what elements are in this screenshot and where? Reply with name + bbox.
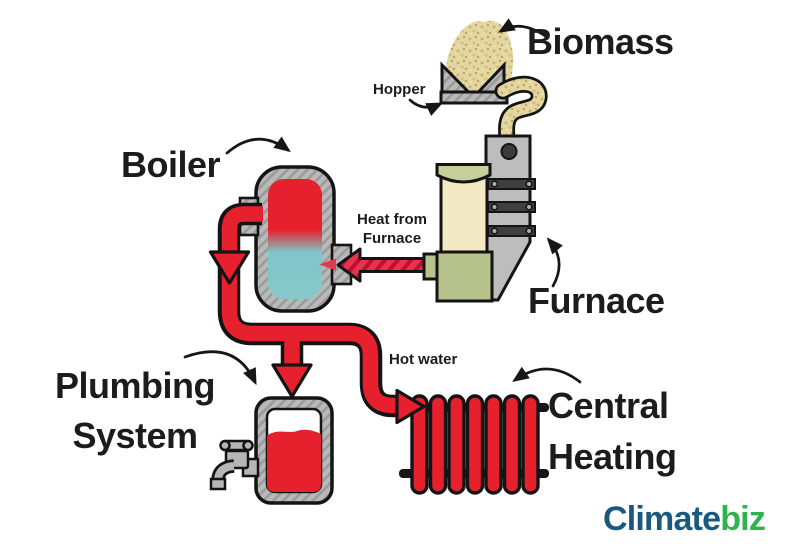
feed-tube: [494, 75, 548, 149]
boiler: [238, 165, 353, 313]
hopper-label: Hopper: [373, 81, 426, 98]
central-label-line1: Central: [548, 385, 669, 426]
heat-label-line2: Furnace: [362, 229, 422, 247]
plumbing-label-line1: Plumbing: [55, 365, 216, 406]
pipe-arrow-radiator: [395, 388, 426, 425]
plumbing-label-line2: System: [72, 415, 198, 456]
climatebiz-logo: Climatebiz: [603, 500, 766, 538]
biomass-arrow: [497, 18, 549, 39]
annotation-arrows: [183, 18, 582, 386]
central-heating-label: Central Heating: [548, 380, 677, 482]
biomass-label: Biomass: [527, 21, 674, 62]
pipe-arrow-down: [208, 250, 251, 285]
central-heating-arrow: [512, 366, 582, 384]
hopper-arrow: [408, 98, 444, 116]
logo-text-secondary: biz: [720, 500, 766, 538]
hot-water-label: Hot water: [389, 351, 458, 368]
boiler-arrow: [225, 136, 291, 155]
plumbing-tank: [254, 396, 334, 505]
furnace-base: [435, 250, 494, 303]
boiler-label: Boiler: [121, 144, 221, 185]
radiator: [399, 394, 549, 495]
pipe-arrow-tank: [271, 363, 313, 399]
plumbing-system-label: Plumbing System: [35, 361, 235, 461]
central-label-line2: Heating: [548, 436, 677, 477]
furnace-vents: [487, 178, 536, 237]
faucet-icon: [209, 439, 260, 491]
furnace-arrow: [546, 237, 563, 288]
plumbing-arrow: [183, 350, 257, 386]
tank-liquid: [267, 429, 321, 492]
furnace-port-icon: [500, 143, 518, 160]
heat-label-line1: Heat from: [356, 211, 427, 228]
furnace-label: Furnace: [528, 280, 665, 321]
heat-arrow: [336, 247, 435, 283]
logo-text-primary: Climate: [603, 500, 721, 538]
heat-from-furnace-label: Heat from Furnace: [336, 211, 448, 248]
heat-jet: [319, 258, 336, 271]
hot-water-pipe: [208, 202, 426, 425]
